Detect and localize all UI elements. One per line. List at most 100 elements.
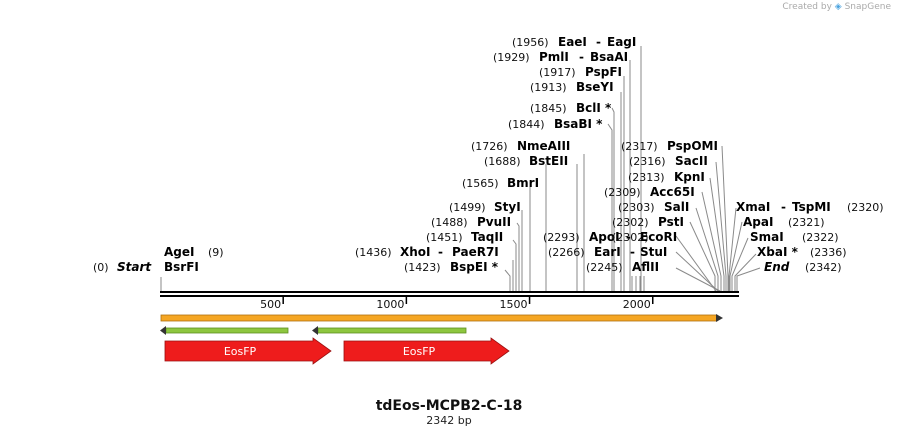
site-name-xbai: XbaI * — [757, 245, 799, 259]
site-pos-xmai: (2320) — [847, 201, 884, 214]
site-sep-pmli: - — [579, 50, 584, 64]
site-name-sali: SalI — [664, 200, 689, 214]
orf-green-2 — [312, 326, 467, 335]
orf-green-1-bar — [165, 327, 289, 334]
site-name-xmai: XmaI — [736, 200, 770, 214]
leader-smai — [731, 237, 749, 291]
site-pos-bseyi: (1913) — [530, 81, 567, 94]
credit-brand: SnapGene — [844, 2, 891, 12]
leader-aflii-b — [675, 267, 721, 292]
site-pos-eari: (2266) — [548, 246, 585, 259]
leader-xbai — [734, 253, 757, 291]
site-pos-bmri: (1565) — [462, 177, 499, 190]
site-name-eaei: EaeI — [558, 35, 587, 49]
site-name-bsaai: BsaAI — [590, 50, 628, 64]
site-pos-sali: (2303) — [618, 201, 655, 214]
site-name-bmri: BmrI — [507, 176, 539, 190]
site-name-bcli: BclI * — [576, 101, 612, 115]
site-pos-nmeaiii: (1726) — [471, 140, 508, 153]
tick-label-1000: 1000 — [376, 298, 404, 311]
site-name-kpni: KpnI — [674, 170, 705, 184]
site-pos-pvuii: (1488) — [431, 216, 468, 229]
site-name-start: Start — [117, 260, 152, 274]
site-name-pmli: PmlI — [539, 50, 569, 64]
site-name-sacii: SacII — [675, 154, 708, 168]
leader-kpni — [709, 177, 725, 291]
orf-green-1 — [160, 326, 289, 335]
feature-eosfp-2[interactable]: EosFP — [343, 337, 510, 365]
site-sep-xmai: - — [781, 200, 786, 214]
tick-label-500: 500 — [260, 298, 281, 311]
leader-sali — [695, 207, 719, 291]
feature-eosfp-1-label: EosFP — [224, 345, 257, 358]
site-sep-stui: - — [630, 245, 635, 259]
orf-green-2-bar — [317, 327, 467, 334]
site-name-eagi: EagI — [607, 35, 636, 49]
site-name-smai: SmaI — [750, 230, 784, 244]
map-length: 2342 bp — [426, 414, 471, 427]
orf-orange-arrow — [716, 314, 723, 322]
site-name-end: End — [764, 260, 790, 274]
leader-bcli — [611, 107, 615, 291]
site-pos-bsteii: (1688) — [484, 155, 521, 168]
leader-pvuii — [516, 222, 520, 291]
site-labels: (0) Start AgeI (9) BsrFI (1436) XhoI - P… — [93, 35, 884, 274]
orf-green-1-arrow — [160, 326, 166, 335]
site-pos-smai: (2322) — [802, 231, 839, 244]
orf-green-2-arrow — [312, 326, 318, 335]
site-name-eari: EarI — [594, 245, 621, 259]
snapgene-logo-icon: ◈ — [834, 2, 842, 12]
site-pos-bspei: (1423) — [404, 261, 441, 274]
site-pos-ecori: (2302) — [612, 231, 649, 244]
credit: Created by ◈ SnapGene — [782, 2, 891, 12]
site-name-bsabi: BsaBI * — [554, 117, 603, 131]
feature-eosfp-1-arrow[interactable] — [164, 337, 332, 365]
site-pos-sacii: (2316) — [629, 155, 666, 168]
leader-apai — [729, 221, 743, 291]
site-name-ecori: EcoRI — [640, 230, 677, 244]
site-name-bspei: BspEI * — [450, 260, 499, 274]
tick-label-1500: 1500 — [500, 298, 528, 311]
site-pos-pspfi: (1917) — [539, 66, 576, 79]
site-name-bsrfi: BsrFI — [164, 260, 199, 274]
site-pos-eaei: (1956) — [512, 36, 549, 49]
site-name-acc65i: Acc65I — [650, 185, 695, 199]
site-pos-aflii: (2245) — [586, 261, 623, 274]
site-name-styi: StyI — [494, 200, 521, 214]
backbone-bottom-strand — [160, 295, 739, 297]
site-name-aflii: AflII — [632, 260, 659, 274]
site-name-tspmi: TspMI — [792, 200, 831, 214]
site-pos-kpni: (2313) — [628, 171, 665, 184]
site-sep-eaei: - — [596, 35, 601, 49]
site-name-stui: StuI — [640, 245, 667, 259]
site-pos-apai: (2321) — [788, 216, 825, 229]
backbone-top-strand — [160, 291, 739, 293]
leader-sacii — [715, 161, 727, 291]
leader-stui-b — [675, 251, 719, 292]
leader-bsabi — [607, 123, 613, 291]
leader-end — [736, 267, 761, 291]
site-sep-xhoi: - — [438, 245, 443, 259]
leader-pspomi — [721, 145, 729, 291]
site-name-pspfi: PspFI — [585, 65, 622, 79]
site-pos-taqii: (1451) — [426, 231, 463, 244]
site-pos-agei: (9) — [208, 246, 224, 259]
site-pos-xhoi: (1436) — [355, 246, 392, 259]
site-pos-xbai: (2336) — [810, 246, 847, 259]
site-pos-start: (0) — [93, 261, 109, 274]
site-name-xhoi: XhoI — [400, 245, 431, 259]
site-name-taqii: TaqII — [471, 230, 503, 244]
site-name-apai: ApaI — [743, 215, 773, 229]
site-pos-acc65i: (2309) — [604, 186, 641, 199]
credit-prefix: Created by — [782, 2, 832, 12]
site-name-psti: PstI — [658, 215, 684, 229]
feature-eosfp-1[interactable]: EosFP — [164, 337, 332, 365]
site-sep-ecori: - — [626, 230, 631, 244]
site-name-pspomi: PspOMI — [667, 139, 718, 153]
site-name-bsteii: BstEII — [529, 154, 568, 168]
site-pos-end: (2342) — [805, 261, 842, 274]
backbone — [160, 291, 739, 297]
feature-eosfp-2-arrow[interactable] — [343, 337, 510, 365]
